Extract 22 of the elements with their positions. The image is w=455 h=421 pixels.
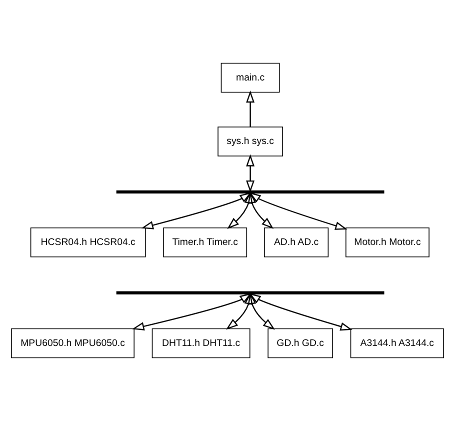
node-box: HCSR04.h HCSR04.c bbox=[30, 227, 146, 258]
node-box: sys.h sys.c bbox=[218, 126, 283, 156]
node-box: Motor.h Motor.c bbox=[346, 227, 430, 258]
arrow bbox=[246, 90, 255, 127]
arrow bbox=[141, 192, 252, 230]
arrow bbox=[132, 293, 252, 330]
node-bar bbox=[116, 291, 384, 294]
arrow bbox=[246, 154, 255, 193]
node-bar bbox=[116, 190, 384, 194]
node-box: main.c bbox=[220, 62, 280, 93]
arrow bbox=[248, 191, 274, 229]
node-box: A3144.h A3144.c bbox=[350, 328, 444, 358]
node-box: AD.h AD.c bbox=[264, 227, 329, 258]
arrow bbox=[227, 191, 253, 229]
node-box: MPU6050.h MPU6050.c bbox=[11, 328, 134, 358]
arrow bbox=[248, 293, 352, 331]
arrow bbox=[226, 292, 253, 330]
arrow bbox=[248, 292, 275, 330]
arrow bbox=[248, 192, 348, 230]
node-box: GD.h GD.c bbox=[268, 328, 334, 358]
node-box: Timer.h Timer.c bbox=[163, 227, 248, 258]
node-box: DHT11.h DHT11.c bbox=[152, 328, 250, 358]
